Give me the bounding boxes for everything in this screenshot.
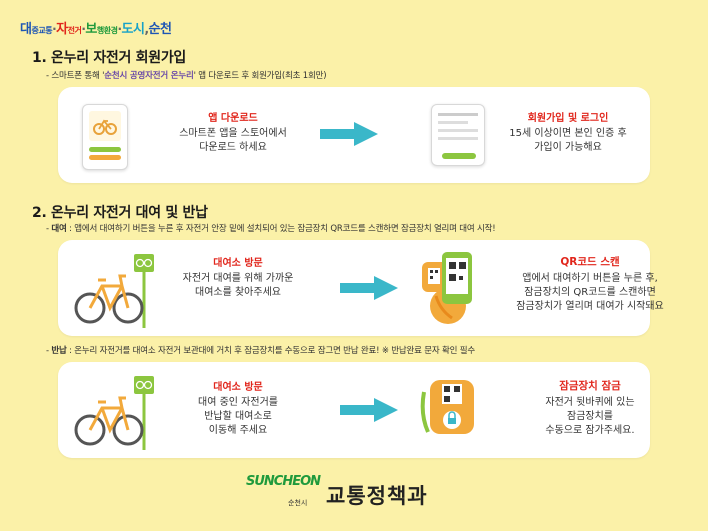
brand-part: · xyxy=(81,22,86,36)
arrow-right-icon xyxy=(340,276,398,300)
step-desc-line: 스마트폰 앱을 스토어에서 xyxy=(179,128,287,139)
brand-part: 대 xyxy=(20,22,32,37)
section1-heading: 1. 온누리 자전거 회원가입 xyxy=(32,50,186,66)
step-title: 대여소 방문 xyxy=(213,258,263,269)
return-card: 대여소 방문 대여 중인 자전거를 반납할 대여소로 이동해 주세요 잠금장치 … xyxy=(58,362,650,458)
arrow-right-icon xyxy=(340,398,398,422)
step-title: 잠금장치 잠금 xyxy=(559,380,621,392)
note-text: : 온누리 자전거를 대여소 자전거 보관대에 거치 후 잠금장치를 수동으로 … xyxy=(66,346,475,356)
qr-scan-icon xyxy=(422,252,472,324)
logo-text: SUNCHEON xyxy=(246,474,321,489)
brand-slogan: 대중교통·자전거·보행환경·도시,순천 xyxy=(20,18,172,37)
form-line-icon xyxy=(438,137,478,140)
brand-part: · xyxy=(117,22,122,36)
step-desc-line: 자전거 대여를 위해 가까운 xyxy=(182,273,294,284)
bike-station-icon xyxy=(74,376,154,450)
lock-icon xyxy=(420,380,474,434)
step-desc-line: 이동해 주세요 xyxy=(208,425,268,436)
form-line-icon xyxy=(438,121,468,124)
brand-part: 순천 xyxy=(148,22,172,37)
app-phone-icon xyxy=(82,104,128,170)
suncheon-logo: SUNCHEON 순천시 xyxy=(246,474,321,510)
rent-label: 대여 xyxy=(51,224,67,234)
note-highlight: 순천시 공영자전거 온누리 xyxy=(104,71,194,81)
rent-note: - 대여 : 앱에서 대여하기 버튼을 누른 후 자전거 안장 밑에 설치되어 … xyxy=(46,224,496,234)
brand-part: 전거 xyxy=(67,26,82,35)
step-desc-line: 잠금장치의 QR코드를 스캔하면 xyxy=(524,287,656,298)
arrow-right-icon xyxy=(320,122,378,146)
app-button-icon xyxy=(89,155,121,160)
brand-part: 중교통 xyxy=(31,26,53,35)
note-text: : 앱에서 대여하기 버튼을 누른 후 자전거 안장 밑에 설치되어 있는 잠금… xyxy=(66,224,496,234)
section2-heading: 2. 온누리 자전거 대여 및 반납 xyxy=(32,205,208,221)
step-desc-line: 수동으로 잠가주세요. xyxy=(545,425,635,436)
return-note: - 반납 : 온누리 자전거를 대여소 자전거 보관대에 거치 후 잠금장치를 … xyxy=(46,346,475,356)
rent-card: 대여소 방문 자전거 대여를 위해 가까운 대여소를 찾아주세요 QR코드 스캔… xyxy=(58,240,664,336)
step-desc-line: 반납할 대여소로 xyxy=(204,411,272,422)
bike-station-icon xyxy=(74,254,154,328)
logo-city: 순천시 xyxy=(288,499,308,507)
brand-part: 자 xyxy=(56,22,68,37)
brand-part: , xyxy=(144,22,149,36)
form-button-icon xyxy=(442,153,476,159)
step-desc-line: 대여소를 찾아주세요 xyxy=(195,287,281,298)
signup-card: 앱 다운로드 스마트폰 앱을 스토어에서 다운로드 하세요 회원가입 및 로그인… xyxy=(58,87,650,183)
step-desc-line: 가입이 가능해요 xyxy=(534,142,602,153)
signup-phone-icon xyxy=(431,104,485,166)
step-title: 회원가입 및 로그인 xyxy=(527,113,609,124)
brand-part: · xyxy=(52,22,57,36)
app-button-icon xyxy=(89,147,121,152)
step-title: QR코드 스캔 xyxy=(560,256,620,268)
step-desc-line: 잠금장치를 xyxy=(567,411,613,422)
form-line-icon xyxy=(438,113,478,116)
return-label: 반납 xyxy=(51,346,67,356)
section1-note: - 스마트폰 통해 '순천시 공영자전거 온누리' 앱 다운로드 후 회원가입(… xyxy=(46,69,327,81)
brand-part: 행환경 xyxy=(96,26,118,35)
note-text: ' 앱 다운로드 후 회원가입(최초 1회만) xyxy=(193,71,327,81)
step-title: 앱 다운로드 xyxy=(208,113,258,124)
step-desc-line: 앱에서 대여하기 버튼을 누른 후, xyxy=(522,273,658,284)
step-desc-line: 대여 중인 자전거를 xyxy=(198,397,278,408)
step-desc-line: 다운로드 하세요 xyxy=(199,142,267,153)
step-desc-line: 자전거 뒷바퀴에 있는 xyxy=(545,397,635,408)
step-desc-line: 잠금장치가 열리며 대여가 시작돼요 xyxy=(516,301,664,312)
form-line-icon xyxy=(438,129,478,132)
step-desc-line: 15세 이상이면 본인 인증 후 xyxy=(509,128,627,139)
brand-part: 도시 xyxy=(121,22,145,37)
app-logo-icon xyxy=(89,111,121,141)
brand-part: 보 xyxy=(85,22,97,37)
step-title: 대여소 방문 xyxy=(213,382,263,393)
note-text: - 스마트폰 통해 ' xyxy=(46,71,105,81)
department-name: 교통정책과 xyxy=(326,484,428,508)
